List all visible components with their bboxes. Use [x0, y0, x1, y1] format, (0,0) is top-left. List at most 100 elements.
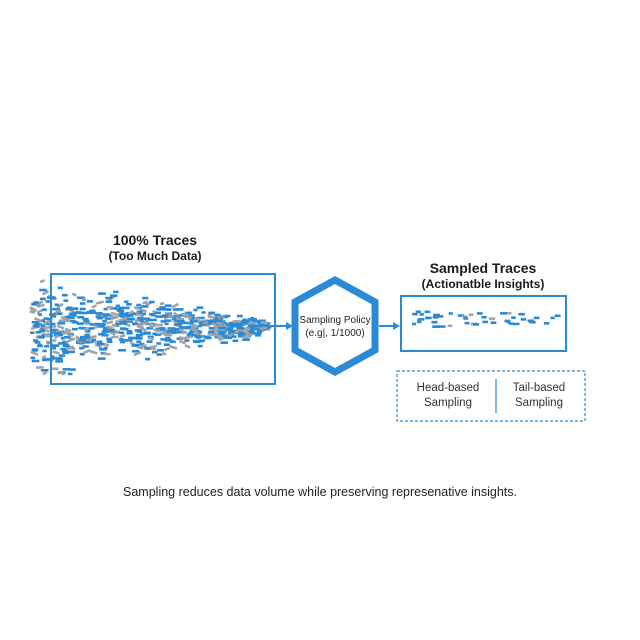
trace-dash	[79, 352, 85, 356]
trace-dash	[41, 355, 47, 360]
trace-dash	[89, 309, 96, 313]
trace-dash	[151, 350, 158, 354]
trace-dash	[415, 310, 421, 314]
trace-dash	[82, 327, 89, 332]
trace-dash	[64, 327, 72, 333]
trace-dash	[66, 345, 75, 351]
trace-dash	[95, 315, 101, 318]
trace-dash	[257, 321, 265, 325]
trace-dash	[411, 322, 417, 326]
trace-dash	[119, 313, 127, 317]
trace-dash	[120, 339, 128, 342]
trace-dash	[214, 313, 221, 317]
trace-dash	[138, 325, 147, 332]
trace-dash	[208, 327, 215, 330]
trace-dash	[151, 318, 157, 322]
trace-dash	[167, 327, 176, 330]
trace-dash	[30, 331, 35, 335]
trace-dash	[463, 317, 469, 320]
trace-dash	[56, 312, 63, 316]
trace-dash	[164, 336, 171, 340]
trace-dash	[250, 317, 255, 320]
trace-dash	[438, 325, 446, 328]
trace-dash	[31, 302, 38, 306]
trace-dash	[419, 313, 424, 316]
trace-dash	[126, 330, 133, 333]
trace-dash	[97, 342, 105, 346]
trace-dash	[50, 331, 56, 334]
trace-dash	[32, 339, 39, 342]
trace-dash	[57, 286, 63, 290]
trace-dash	[33, 316, 43, 323]
trace-dash	[159, 301, 165, 306]
trace-dash	[63, 299, 69, 302]
tail-based-sampling: Tail-based Sampling	[496, 381, 582, 411]
trace-dash	[56, 324, 65, 330]
policy-line2: (e.g|, 1/1000)	[305, 328, 365, 339]
trace-dash	[208, 311, 216, 315]
trace-dash	[447, 324, 453, 328]
trace-dash	[98, 292, 106, 295]
trace-dash	[156, 342, 162, 345]
trace-dash	[146, 326, 154, 330]
trace-dash	[543, 322, 550, 325]
trace-dash	[139, 342, 145, 346]
trace-dash	[76, 322, 85, 325]
trace-dash	[174, 323, 182, 326]
trace-dash	[190, 331, 196, 334]
trace-dash	[179, 326, 188, 329]
trace-dash	[60, 336, 65, 340]
trace-dash	[43, 325, 51, 330]
trace-dash	[222, 315, 228, 319]
trace-dash	[149, 345, 157, 351]
trace-dash	[51, 367, 59, 371]
trace-dash	[164, 346, 171, 352]
trace-dash	[52, 350, 60, 355]
trace-dash	[132, 322, 138, 325]
trace-dash	[171, 331, 177, 335]
trace-dash	[139, 308, 148, 313]
trace-dash	[61, 340, 67, 344]
trace-dash	[242, 329, 250, 335]
trace-dash	[184, 311, 192, 315]
trace-dash	[79, 337, 87, 341]
trace-dash	[39, 288, 47, 292]
trace-dash	[127, 339, 133, 342]
trace-dash	[157, 348, 164, 352]
trace-dash	[171, 318, 177, 321]
trace-dash	[237, 327, 245, 330]
trace-dash	[121, 327, 129, 331]
head-based-line2: Sampling	[424, 397, 472, 409]
trace-dash	[160, 338, 168, 341]
trace-dash	[175, 315, 181, 318]
trace-dash	[184, 335, 192, 340]
trace-dash	[79, 346, 85, 350]
trace-dash	[175, 330, 183, 334]
trace-dash	[66, 307, 73, 311]
trace-dash	[167, 329, 173, 333]
trace-dash	[468, 313, 474, 317]
trace-dash	[35, 330, 42, 334]
trace-dash	[43, 332, 52, 338]
trace-dash	[184, 313, 192, 320]
trace-dash	[213, 324, 219, 330]
trace-dash	[105, 296, 113, 300]
trace-dash	[214, 333, 223, 340]
trace-dash	[89, 338, 97, 342]
trace-dash	[101, 333, 109, 337]
trace-dash	[175, 316, 183, 321]
head-based-line1: Head-based	[416, 382, 480, 394]
trace-dash	[132, 349, 140, 353]
trace-dash	[84, 334, 91, 337]
trace-dash	[226, 328, 234, 331]
trace-dash	[169, 340, 176, 343]
trace-dash	[500, 312, 507, 315]
trace-dash	[60, 315, 69, 322]
trace-dash	[114, 322, 122, 326]
trace-dash	[104, 317, 111, 320]
trace-dash	[82, 317, 89, 321]
trace-dash	[227, 329, 233, 333]
trace-dash	[64, 343, 69, 347]
trace-dash	[42, 319, 51, 326]
trace-dash	[163, 333, 172, 337]
